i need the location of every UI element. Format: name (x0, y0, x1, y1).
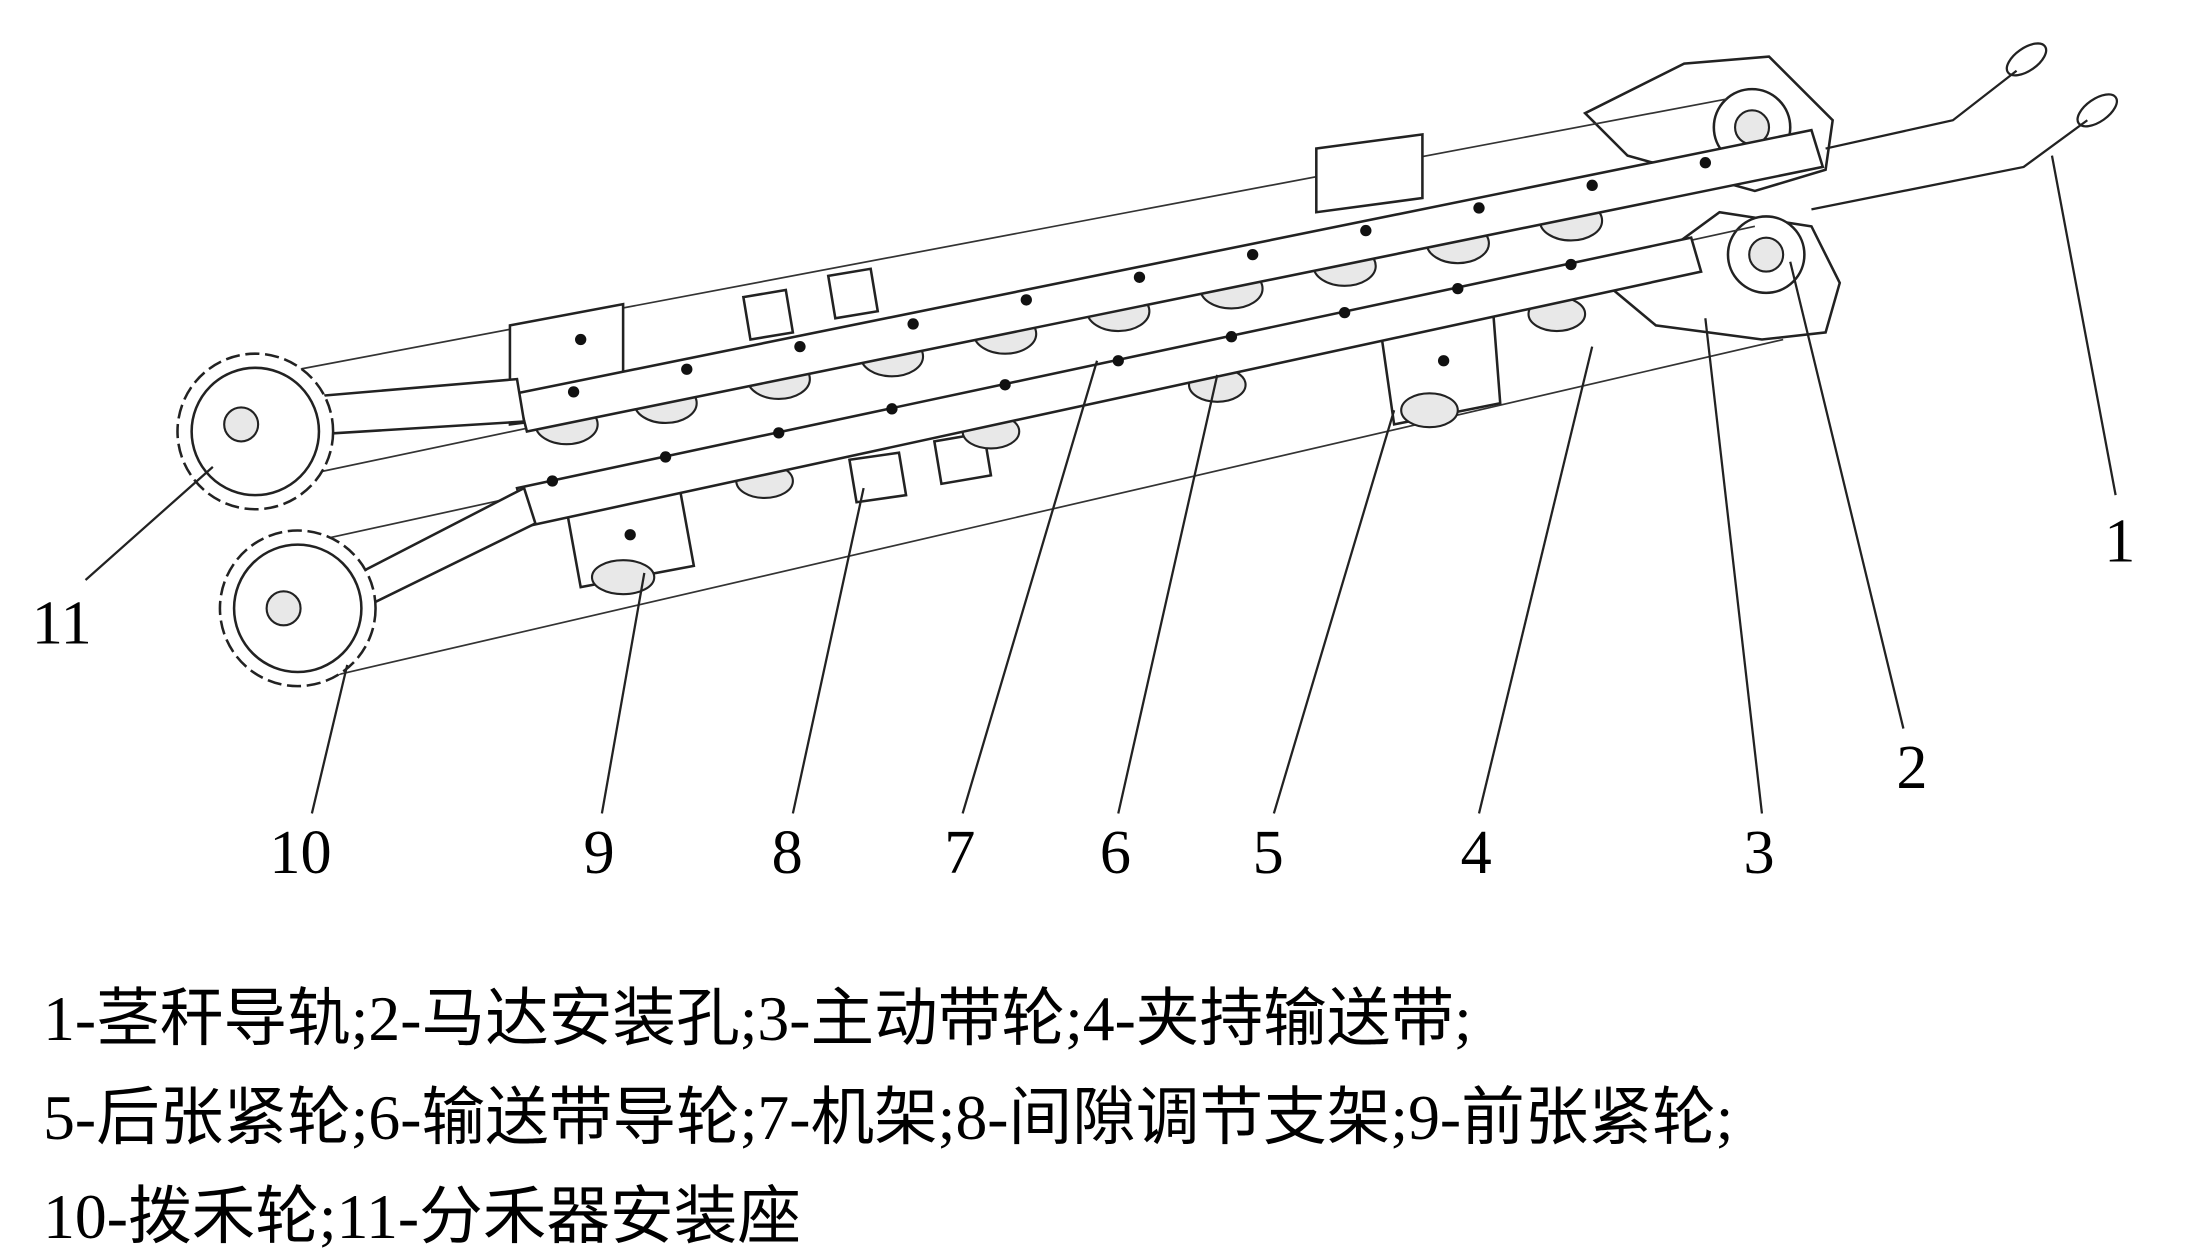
label-6: 6 (1100, 819, 1131, 887)
label-4: 4 (1461, 819, 1492, 887)
caption-line-2: 5-后张紧轮;6-输送带导轮;7-机架;8-间隙调节支架;9-前张紧轮; (43, 1082, 1733, 1153)
gap-adjust-bracket (847, 451, 908, 504)
label-8: 8 (772, 819, 803, 887)
label-1: 1 (2104, 508, 2135, 576)
label-9: 9 (584, 819, 615, 887)
stem-guide-rail-lower (1811, 119, 2088, 211)
machine-drawing (176, 42, 2118, 688)
label-3: 3 (1744, 819, 1775, 887)
label-10: 10 (269, 819, 331, 887)
leader-lines (84, 155, 2117, 814)
divider-mount-wheel (176, 352, 335, 511)
caption-line-1: 1-茎秆导轨;2-马达安装孔;3-主动带轮;4-夹持输送带; (43, 983, 1472, 1054)
caption-line-3: 10-拨禾轮;11-分禾器安装座 (43, 1181, 801, 1252)
label-11: 11 (32, 590, 92, 658)
label-7: 7 (944, 819, 975, 887)
label-5: 5 (1253, 819, 1284, 887)
label-2: 2 (1896, 734, 1927, 802)
stem-guide-rail-upper (1825, 69, 2018, 150)
reel-wheel (218, 529, 377, 688)
